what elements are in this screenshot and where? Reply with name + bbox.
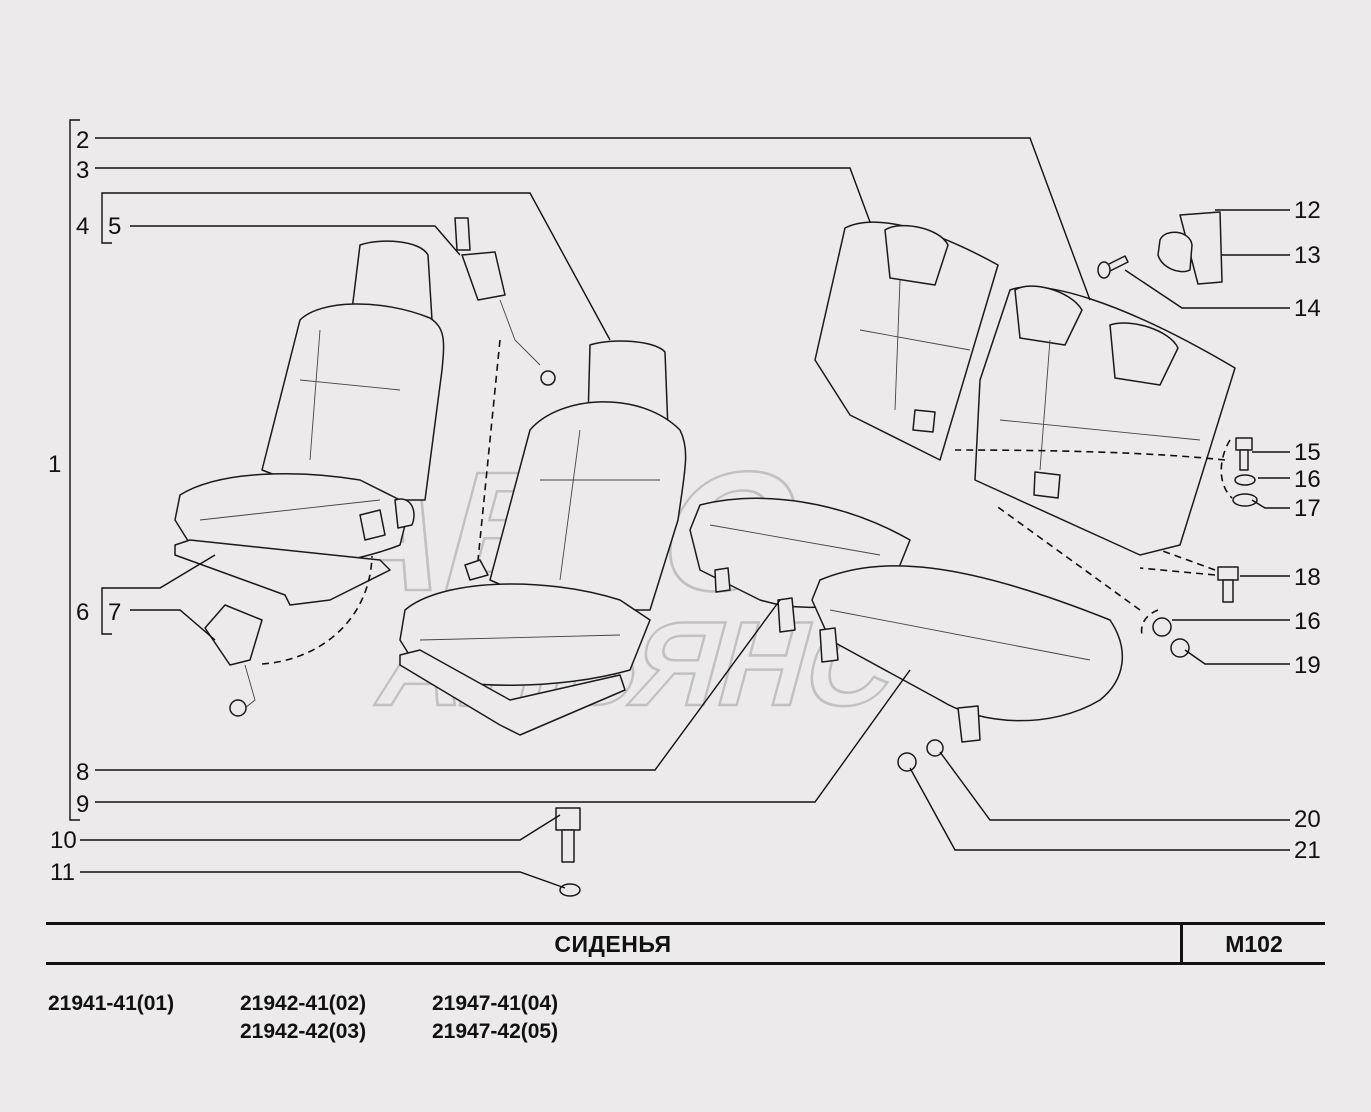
model-code: 21942-42(03) <box>240 1020 367 1043</box>
callout-1: 1 <box>48 451 61 478</box>
callout-16b: 16 <box>1294 608 1321 635</box>
belt-buckle-7 <box>204 604 263 717</box>
callout-12: 12 <box>1294 197 1321 224</box>
rear-backrest-small <box>814 221 999 461</box>
model-code: 21942-41(02) <box>240 992 367 1015</box>
callout-10: 10 <box>50 827 77 854</box>
callout-14: 14 <box>1294 295 1321 322</box>
callout-4: 4 <box>76 213 89 240</box>
screw-14 <box>1097 255 1129 279</box>
callout-17: 17 <box>1294 495 1321 522</box>
washer-11 <box>559 883 581 897</box>
callout-19: 19 <box>1294 652 1321 679</box>
hinge-bracket-12 <box>1157 211 1223 285</box>
belt-buckle-5 <box>454 217 556 386</box>
front-seat-right <box>399 340 687 736</box>
callout-2: 2 <box>76 127 89 154</box>
title-divider <box>1180 922 1183 965</box>
model-code: 21947-41(04) <box>432 992 559 1015</box>
callout-3: 3 <box>76 157 89 184</box>
front-seat-left <box>174 240 445 606</box>
leader-lines <box>80 137 1290 889</box>
model-code: 21947-42(05) <box>432 1020 559 1043</box>
callout-8: 8 <box>76 759 89 786</box>
group-bracket-1 <box>69 119 112 821</box>
assembly-lines <box>261 339 1233 665</box>
nut-19 <box>1170 638 1190 658</box>
nut-21 <box>897 752 917 772</box>
callout-9: 9 <box>76 791 89 818</box>
washer-17 <box>1232 493 1258 507</box>
title-block <box>46 922 1325 965</box>
callout-15: 15 <box>1294 439 1321 466</box>
callout-13: 13 <box>1294 242 1321 269</box>
bolt-18 <box>1217 566 1239 603</box>
washer-20 <box>926 739 944 757</box>
rear-cushion-9 <box>811 565 1124 743</box>
callout-5: 5 <box>108 213 121 240</box>
model-code: 21941-41(01) <box>48 992 175 1015</box>
page-code: М102 <box>1225 931 1283 957</box>
callout-21: 21 <box>1294 837 1321 864</box>
callouts: 1 2 3 4 5 6 7 8 9 10 11 12 13 14 15 16 1… <box>48 127 1321 886</box>
washer-16b <box>1152 617 1172 637</box>
callout-20: 20 <box>1294 806 1321 833</box>
callout-6: 6 <box>76 599 89 626</box>
page-title: СИДЕНЬЯ <box>554 931 672 957</box>
callout-11: 11 <box>50 859 75 886</box>
bolt-15 <box>1235 437 1253 471</box>
rear-backrest-large <box>974 285 1236 556</box>
callout-18: 18 <box>1294 564 1321 591</box>
callout-7: 7 <box>108 599 121 626</box>
washer-16a <box>1234 474 1256 486</box>
callout-16a: 16 <box>1294 466 1321 493</box>
bolt-10 <box>555 807 581 863</box>
